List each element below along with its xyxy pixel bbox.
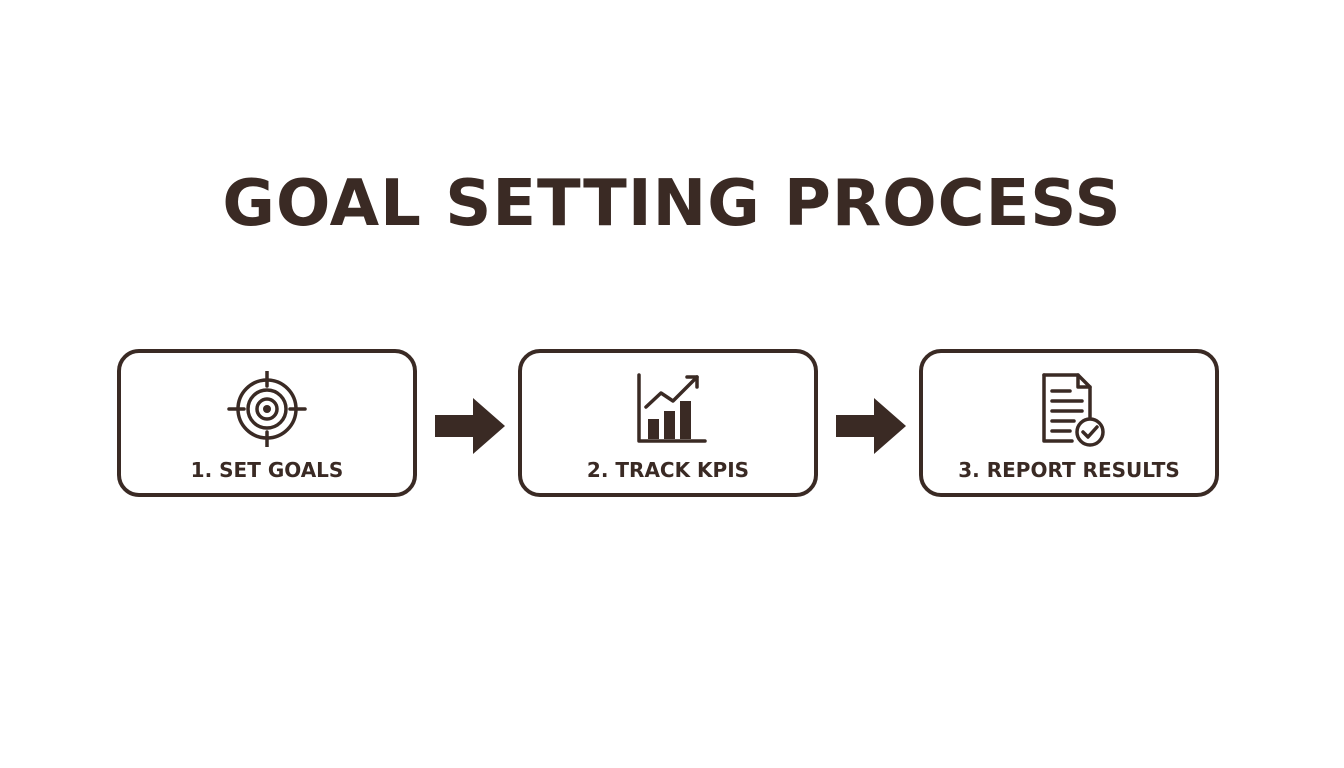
step-box-report-results: 3. REPORT RESULTS [919, 349, 1219, 497]
bar-chart-trend-icon [627, 371, 709, 447]
step-box-track-kpis: 2. TRACK KPIS [518, 349, 818, 497]
diagram-title: GOAL SETTING PROCESS [222, 167, 1122, 241]
document-check-icon [1028, 371, 1110, 447]
step-label: 2. TRACK KPIS [586, 458, 750, 482]
arrow-right-icon [834, 396, 908, 456]
step-box-set-goals: 1. SET GOALS [117, 349, 417, 497]
step-label: 3. REPORT RESULTS [958, 458, 1180, 482]
target-icon [226, 371, 308, 447]
step-label: 1. SET GOALS [190, 458, 344, 482]
arrow-right-icon [433, 396, 507, 456]
